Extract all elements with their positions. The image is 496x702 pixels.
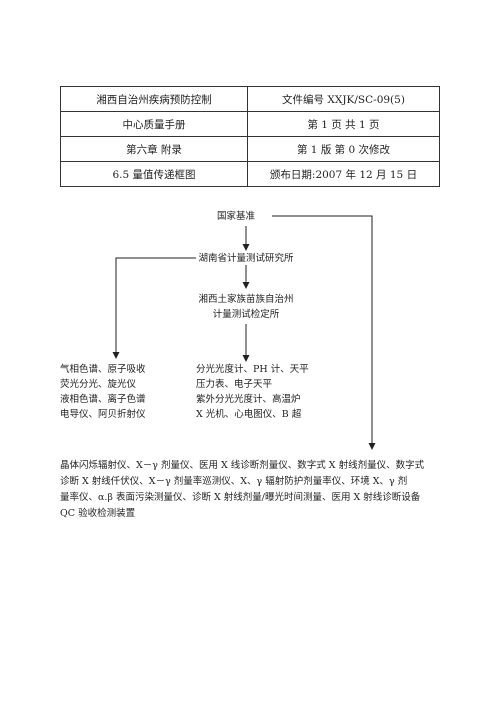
list-item: 液相色谱、离子色谱	[60, 394, 146, 405]
issue-date-cell: 颁布日期:2007 年 12 月 15 日	[247, 161, 440, 187]
doc-number-cell: 文件编号 XXJK/SC-09(5)	[247, 86, 440, 112]
xiangxi-institute-label: 湘西土家族苗族自治州 计量测试检定所	[186, 292, 306, 322]
list-item: 紫外分光光度计、高温炉	[196, 394, 301, 405]
list-item: X 光机、心电图仪、B 超	[196, 409, 302, 420]
paragraph-line: 量率仪、α.β 表面污染测量仪、诊断 X 射线剂量/曝光时间测量、医用 X 射线…	[60, 492, 421, 503]
arrow-national-to-radiation-devices	[272, 215, 376, 450]
list-item: 荧光分光、旋光仪	[60, 379, 137, 390]
page-count-cell: 第 1 页 共 1 页	[247, 111, 440, 137]
list-item: 气相色谱、原子吸收	[60, 364, 146, 375]
header-row: 中心质量手册 第 1 页 共 1 页	[60, 111, 440, 137]
document-header-table: 湘西自治州疾病预防控制 文件编号 XXJK/SC-09(5) 中心质量手册 第 …	[60, 86, 440, 187]
national-standard-label: 国家基准	[216, 211, 255, 222]
org-name-cell: 湘西自治州疾病预防控制	[60, 86, 248, 112]
hunan-institute-label: 湖南省计量测试研究所	[198, 253, 294, 264]
arrow-hunan-to-left-instruments	[112, 257, 196, 359]
paragraph-line: 诊断 X 射线仟伏仪、X－γ 剂量率巡测仪、X、γ 辐射防护剂量率仪、环境 X、…	[60, 476, 408, 487]
left-instrument-list: 气相色谱、原子吸收 荧光分光、旋光仪 液相色谱、离子色谱 电导仪、阿贝折射仪	[60, 362, 146, 422]
right-instrument-list: 分光光度计、PH 计、天平 压力表、电子天平 紫外分光光度计、高温炉 X 光机、…	[196, 362, 309, 422]
xiangxi-institute-line1: 湘西土家族苗族自治州	[198, 294, 294, 305]
revision-cell: 第 1 版 第 0 次修改	[247, 136, 440, 162]
header-row: 第六章 附录 第 1 版 第 0 次修改	[60, 136, 440, 162]
header-row: 6.5 量值传递框图 颁布日期:2007 年 12 月 15 日	[60, 161, 440, 187]
list-item: 压力表、电子天平	[196, 379, 273, 390]
header-row: 湘西自治州疾病预防控制 文件编号 XXJK/SC-09(5)	[60, 86, 440, 112]
paragraph-line: 晶体闪烁辐射仪、X－γ 剂量仪、医用 X 线诊断剂量仪、数字式 X 射线剂量仪、…	[60, 460, 425, 471]
paragraph-line: QC 验收检测装置	[60, 508, 136, 519]
list-item: 电导仪、阿贝折射仪	[60, 409, 146, 420]
radiation-devices-paragraph: 晶体闪烁辐射仪、X－γ 剂量仪、医用 X 线诊断剂量仪、数字式 X 射线剂量仪、…	[60, 458, 440, 522]
section-title-cell: 6.5 量值传递框图	[60, 161, 248, 187]
list-item: 分光光度计、PH 计、天平	[196, 364, 309, 375]
xiangxi-institute-line2: 计量测试检定所	[212, 309, 280, 320]
